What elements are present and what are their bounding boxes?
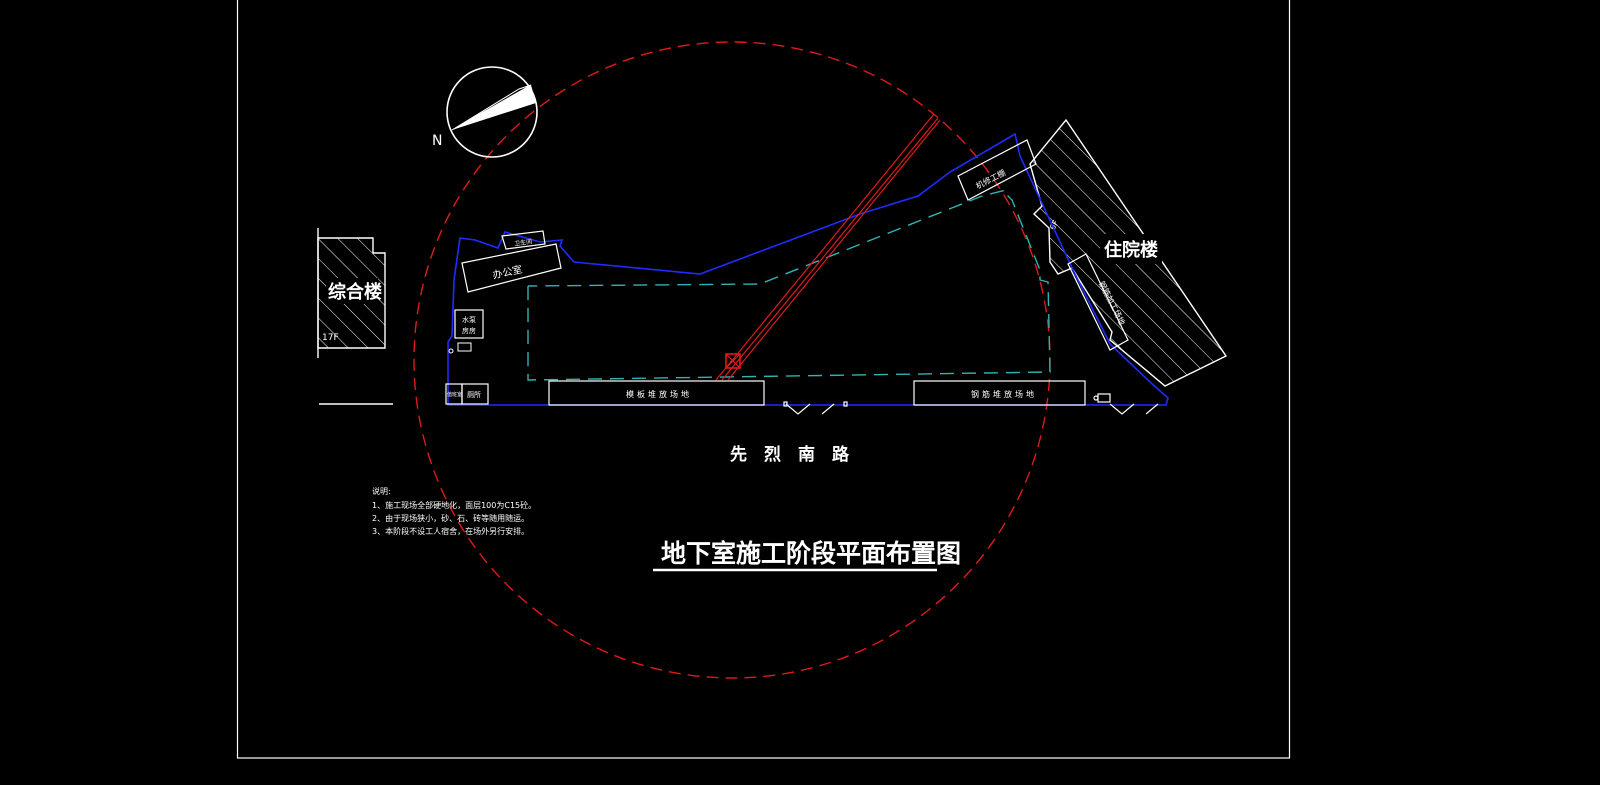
label-bg (1100, 234, 1162, 264)
gate-post-1 (783, 401, 788, 407)
building-zonghe-floors: 17F (322, 333, 339, 343)
building-zonghe: 综合楼 17F (317, 228, 393, 405)
facility-formwork-yard: 模板堆放场地 (548, 380, 765, 406)
note-item-1: 1、施工现场全部硬地化，面层100为C15砼。 (372, 500, 536, 510)
north-label: N (432, 133, 442, 149)
notes-heading: 说明: (372, 486, 391, 496)
note-item-2: 2、由于现场狭小，砂、石、砖等随用随运。 (372, 513, 529, 523)
restroom-label: 厕所 (467, 390, 481, 399)
building-zonghe-name: 综合楼 (328, 281, 382, 303)
pump-symbol (457, 342, 472, 352)
label-bg (326, 278, 378, 304)
gate-post-2 (843, 401, 848, 407)
building-zhuyuan-name: 住院楼 (1104, 239, 1158, 261)
formwork-yard-outline (548, 380, 765, 406)
road-name: 先 烈 南 路 (730, 444, 850, 465)
gate-4 (1145, 403, 1159, 415)
toilet-outline (501, 230, 546, 250)
note-item-3: 3、本阶段不设工人宿舍，在场外另行安排。 (372, 526, 529, 536)
crane-base-x2 (725, 353, 741, 369)
facility-gate-left: 值班室 厕所 (445, 383, 489, 405)
compass-circle (446, 66, 538, 158)
formwork-yard-label: 模板堆放场地 (626, 389, 692, 399)
gate-3 (1109, 403, 1135, 415)
drawing-title: 地下室施工阶段平面布置图 (661, 539, 961, 568)
site-gates (783, 393, 1159, 415)
basement-outline-dashed (527, 189, 1051, 381)
north-compass: N (432, 66, 538, 158)
gate-1 (785, 403, 811, 415)
crane-boom-2 (721, 117, 939, 381)
pump-right-dot (1093, 395, 1099, 401)
steel-yard-outline (913, 380, 1086, 406)
crane-boom-3 (727, 119, 941, 381)
toilet-label: 卫生间 (514, 237, 533, 247)
office-outline (461, 243, 562, 293)
rebar-yard-outline (1067, 253, 1129, 351)
pump-symbol-dot (448, 348, 454, 354)
crane-base (725, 353, 741, 369)
compass-needle-outline (451, 84, 532, 131)
facility-water-pump: 水泵 房房 (448, 309, 484, 354)
pump-room-outline (454, 309, 484, 339)
pump-room-label-2: 房房 (462, 326, 476, 335)
rebar-shed-outline (957, 139, 1037, 201)
pump-room-label: 水泵 (462, 315, 476, 324)
restroom (461, 383, 489, 405)
notes-block: 说明: 1、施工现场全部硬地化，面层100为C15砼。 2、由于现场狭小，砂、石… (372, 486, 536, 536)
steel-yard-label: 钢筋堆放场地 (971, 389, 1037, 399)
crane-boom-1 (715, 113, 935, 381)
tower-crane (715, 113, 941, 381)
compass-needle-white (452, 85, 536, 130)
gate-2 (821, 403, 835, 415)
guard-room-label: 值班室 (447, 391, 462, 398)
drawing-frame (236, 0, 1291, 759)
building-zhuyuan: 住院楼 6F (1029, 118, 1228, 387)
site-boundary (447, 132, 1169, 406)
facility-steel-yard: 钢筋堆放场地 (913, 380, 1086, 406)
